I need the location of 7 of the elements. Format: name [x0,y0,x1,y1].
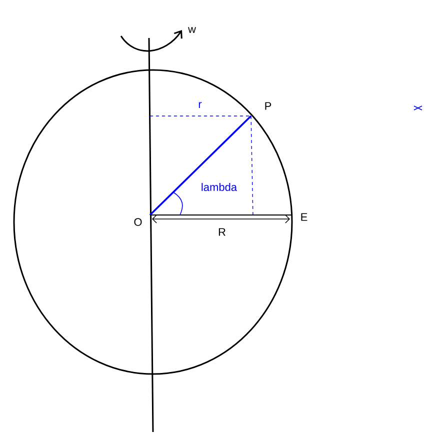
label: E [301,213,308,221]
label: R [218,228,226,236]
label: lambda [202,182,238,192]
label: O [134,218,142,226]
label: P [265,102,272,110]
label: w [188,27,196,33]
label: r [198,102,202,108]
